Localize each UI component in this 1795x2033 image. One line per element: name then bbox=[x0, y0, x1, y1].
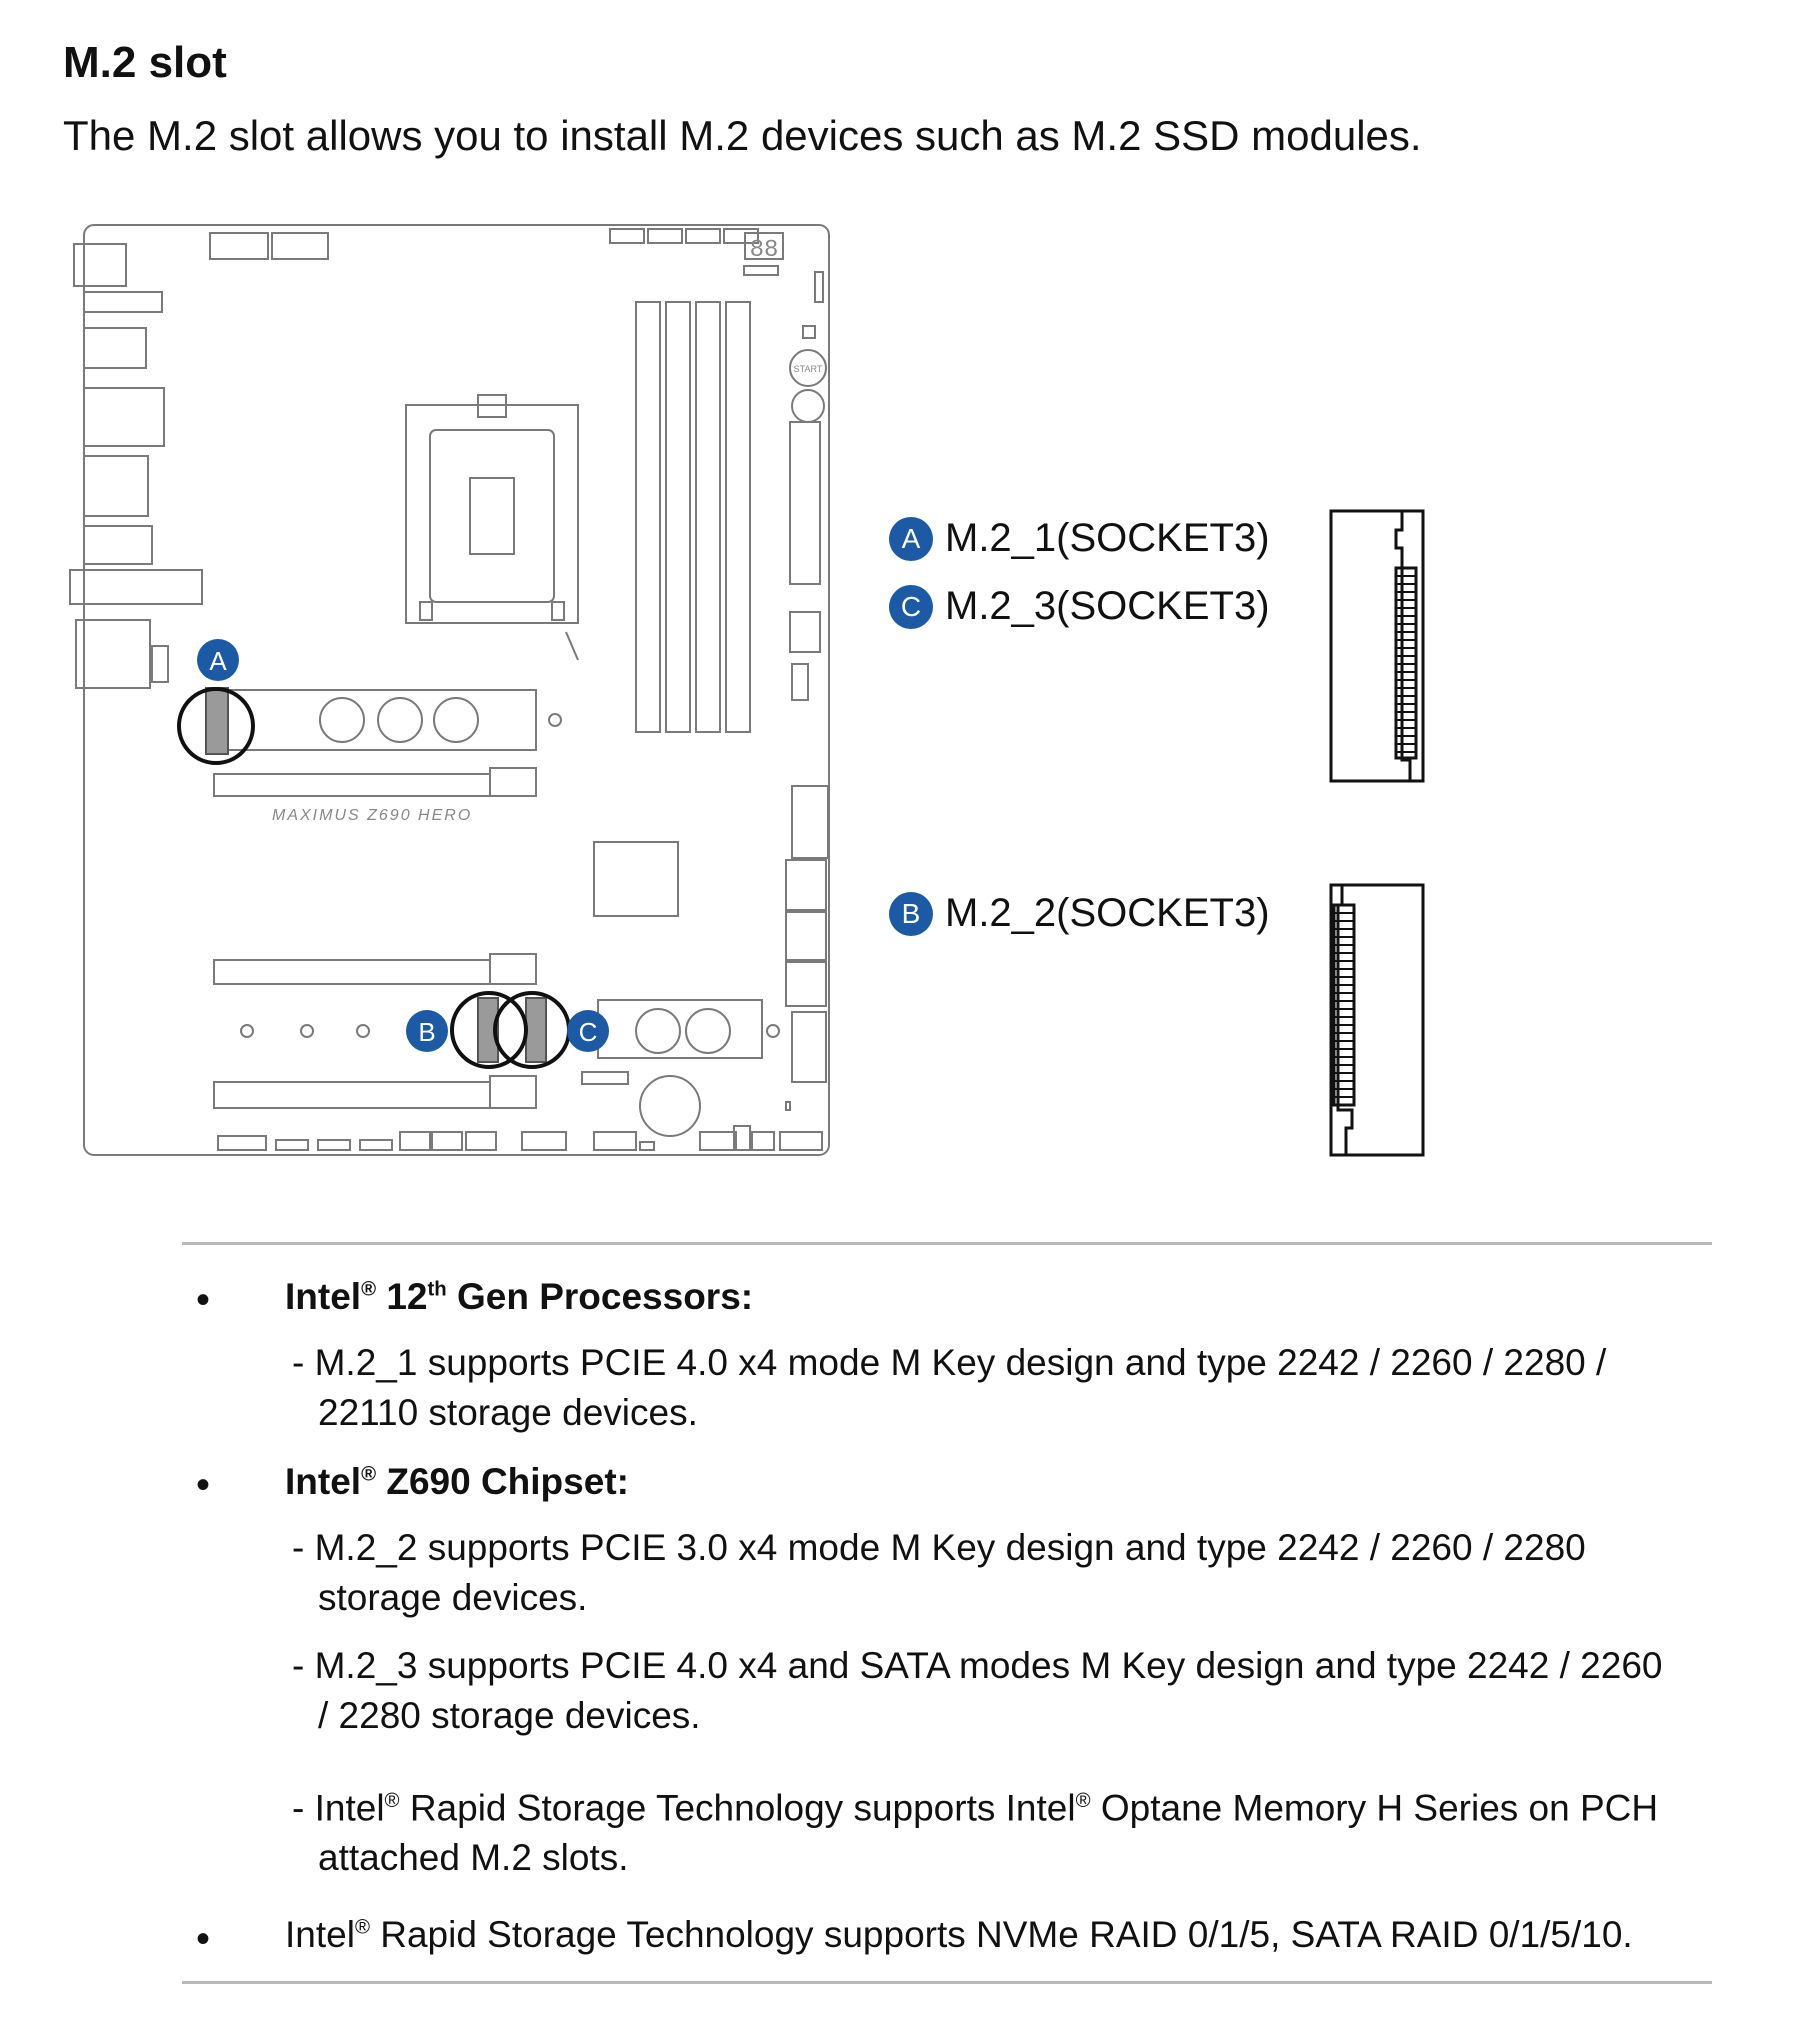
slot-label-text: M.2_1(SOCKET3) bbox=[945, 516, 1270, 560]
svg-text:B: B bbox=[418, 1017, 435, 1047]
bullet: • bbox=[196, 1278, 211, 1322]
bullet: • bbox=[196, 1917, 211, 1961]
board-model-label: MAXIMUS Z690 HERO bbox=[272, 807, 472, 824]
m2-connector-bottom-pins bbox=[1334, 912, 1354, 1098]
cpu-heading: Intel® 12th Gen Processors: bbox=[285, 1276, 754, 1317]
m2-2-note: - M.2_2 supports PCIE 3.0 x4 mode M Key … bbox=[292, 1527, 1586, 1618]
start-button-label: START bbox=[794, 364, 823, 374]
m2-1-note: - M.2_1 supports PCIE 4.0 x4 mode M Key … bbox=[292, 1342, 1607, 1433]
slot-label-m2-1: A M.2_1(SOCKET3) bbox=[889, 516, 1270, 561]
motherboard-diagram: MAXIMUS Z690 HERO START 88 A B C bbox=[69, 224, 1425, 1157]
chipset-heading: Intel® Z690 Chipset: bbox=[285, 1461, 629, 1502]
m2-3-note: - M.2_3 supports PCIE 4.0 x4 and SATA mo… bbox=[292, 1645, 1663, 1736]
m2-connector-top-diagram bbox=[1329, 509, 1425, 783]
slot-label-m2-2: B M.2_2(SOCKET3) bbox=[889, 891, 1270, 936]
divider-bottom bbox=[182, 1981, 1712, 1984]
m2-1-highlight-ring bbox=[177, 687, 255, 765]
slot-label-text: M.2_3(SOCKET3) bbox=[945, 584, 1270, 628]
badge-c: C bbox=[889, 584, 933, 629]
badge-b: B bbox=[889, 891, 933, 936]
slot-label-m2-3: C M.2_3(SOCKET3) bbox=[889, 584, 1270, 629]
marker-c: C bbox=[567, 1010, 609, 1052]
marker-b: B bbox=[406, 1010, 448, 1052]
m2-connector-top-pins bbox=[1396, 575, 1416, 753]
marker-a: A bbox=[197, 639, 239, 681]
svg-text:A: A bbox=[209, 646, 227, 676]
bullet: • bbox=[196, 1463, 211, 1507]
badge-a: A bbox=[889, 516, 933, 561]
rst-optane-note: - Intel® Rapid Storage Technology suppor… bbox=[292, 1787, 1659, 1879]
debug-led-digits: 88 bbox=[750, 237, 779, 264]
page-title: M.2 slot bbox=[63, 38, 227, 87]
m2-2-highlight-ring bbox=[450, 991, 528, 1069]
svg-text:C: C bbox=[579, 1017, 598, 1047]
intro-text: The M.2 slot allows you to install M.2 d… bbox=[63, 112, 1422, 159]
m2-connector-bottom-diagram bbox=[1329, 883, 1425, 1157]
raid-note: Intel® Rapid Storage Technology supports… bbox=[285, 1914, 1633, 1955]
divider-top bbox=[182, 1242, 1712, 1245]
slot-label-text: M.2_2(SOCKET3) bbox=[945, 891, 1270, 935]
